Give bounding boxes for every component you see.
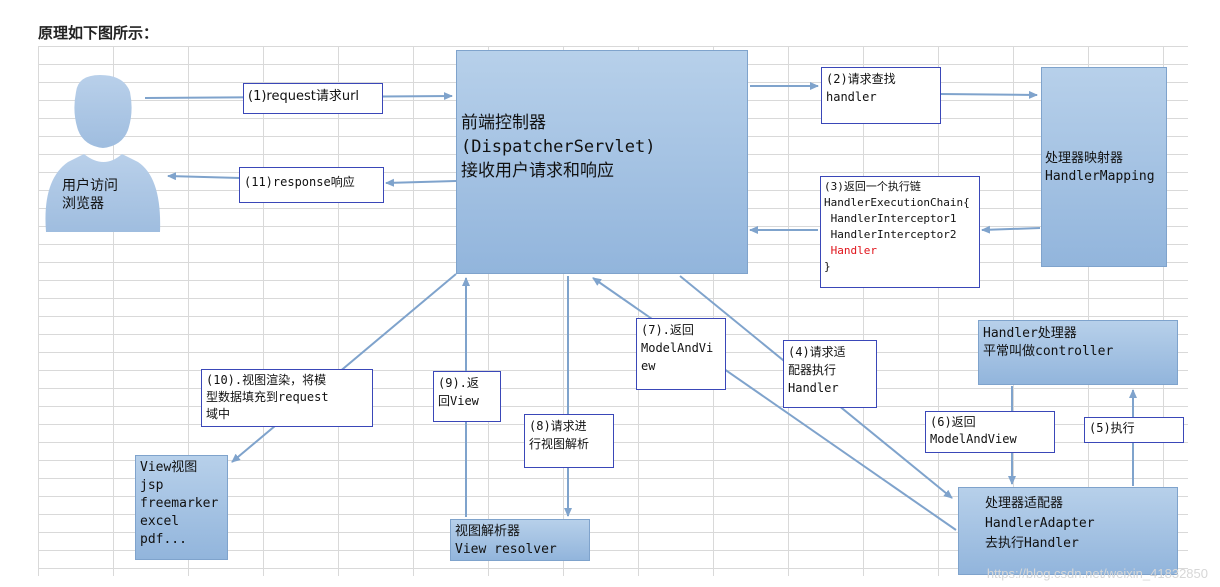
step-7-label: (7).返回 ModelAndVi ew bbox=[636, 318, 726, 390]
step-1-label: (1)request请求url bbox=[243, 83, 383, 114]
step-2-label: (2)请求查找 handler bbox=[821, 67, 941, 124]
step-6-label: (6)返回 ModelAndView bbox=[925, 411, 1055, 453]
view-resolver-text: 视图解析器 View resolver bbox=[455, 524, 557, 557]
handler-box: Handler处理器 平常叫做controller bbox=[978, 320, 1178, 385]
step-5-label: (5)执行 bbox=[1084, 417, 1184, 443]
handler-mapping-text: 处理器映射器 HandlerMapping bbox=[1045, 151, 1155, 184]
step-10-label: (10).视图渲染，将模 型数据填充到request 域中 bbox=[201, 369, 373, 427]
arrow-11b bbox=[167, 172, 241, 181]
arrow-7 bbox=[592, 277, 957, 531]
step-3-label: (3)返回一个执行链 HandlerExecutionChain{ Handle… bbox=[820, 176, 980, 288]
step-4-label: (4)请求适 配器执行 Handler bbox=[783, 340, 877, 408]
user-label: 用户访问 浏览器 bbox=[62, 178, 118, 212]
handler-adapter-box: 处理器适配器 HandlerAdapter 去执行Handler bbox=[958, 487, 1178, 575]
page-title: 原理如下图所示： bbox=[38, 24, 159, 42]
step-9-label: (9).返 回View bbox=[433, 371, 501, 422]
watermark: https://blog.csdn.net/weixin_41832850 bbox=[986, 566, 1208, 581]
handler-text: Handler处理器 平常叫做controller bbox=[983, 326, 1114, 359]
step-11-label: (11)response响应 bbox=[239, 167, 384, 203]
handler-mapping-box: 处理器映射器 HandlerMapping bbox=[1041, 67, 1167, 267]
view-box: View视图 jsp freemarker excel pdf... bbox=[135, 455, 228, 560]
handler-adapter-text: 处理器适配器 HandlerAdapter 去执行Handler bbox=[985, 496, 1095, 551]
arrow-10 bbox=[231, 273, 457, 463]
view-text: View视图 jsp freemarker excel pdf... bbox=[140, 460, 219, 547]
view-resolver-box: 视图解析器 View resolver bbox=[450, 519, 590, 561]
arrow-11a bbox=[385, 178, 457, 187]
arrow-3a bbox=[981, 225, 1041, 234]
dispatcher-servlet-box: 前端控制器 (DispatcherServlet) 接收用户请求和响应 bbox=[456, 50, 748, 274]
dispatcher-text: 前端控制器 (DispatcherServlet) 接收用户请求和响应 bbox=[461, 113, 656, 181]
arrow-2b bbox=[939, 90, 1038, 99]
person-silhouette-icon bbox=[45, 75, 161, 232]
step-8-label: (8)请求进 行视图解析 bbox=[524, 414, 614, 468]
